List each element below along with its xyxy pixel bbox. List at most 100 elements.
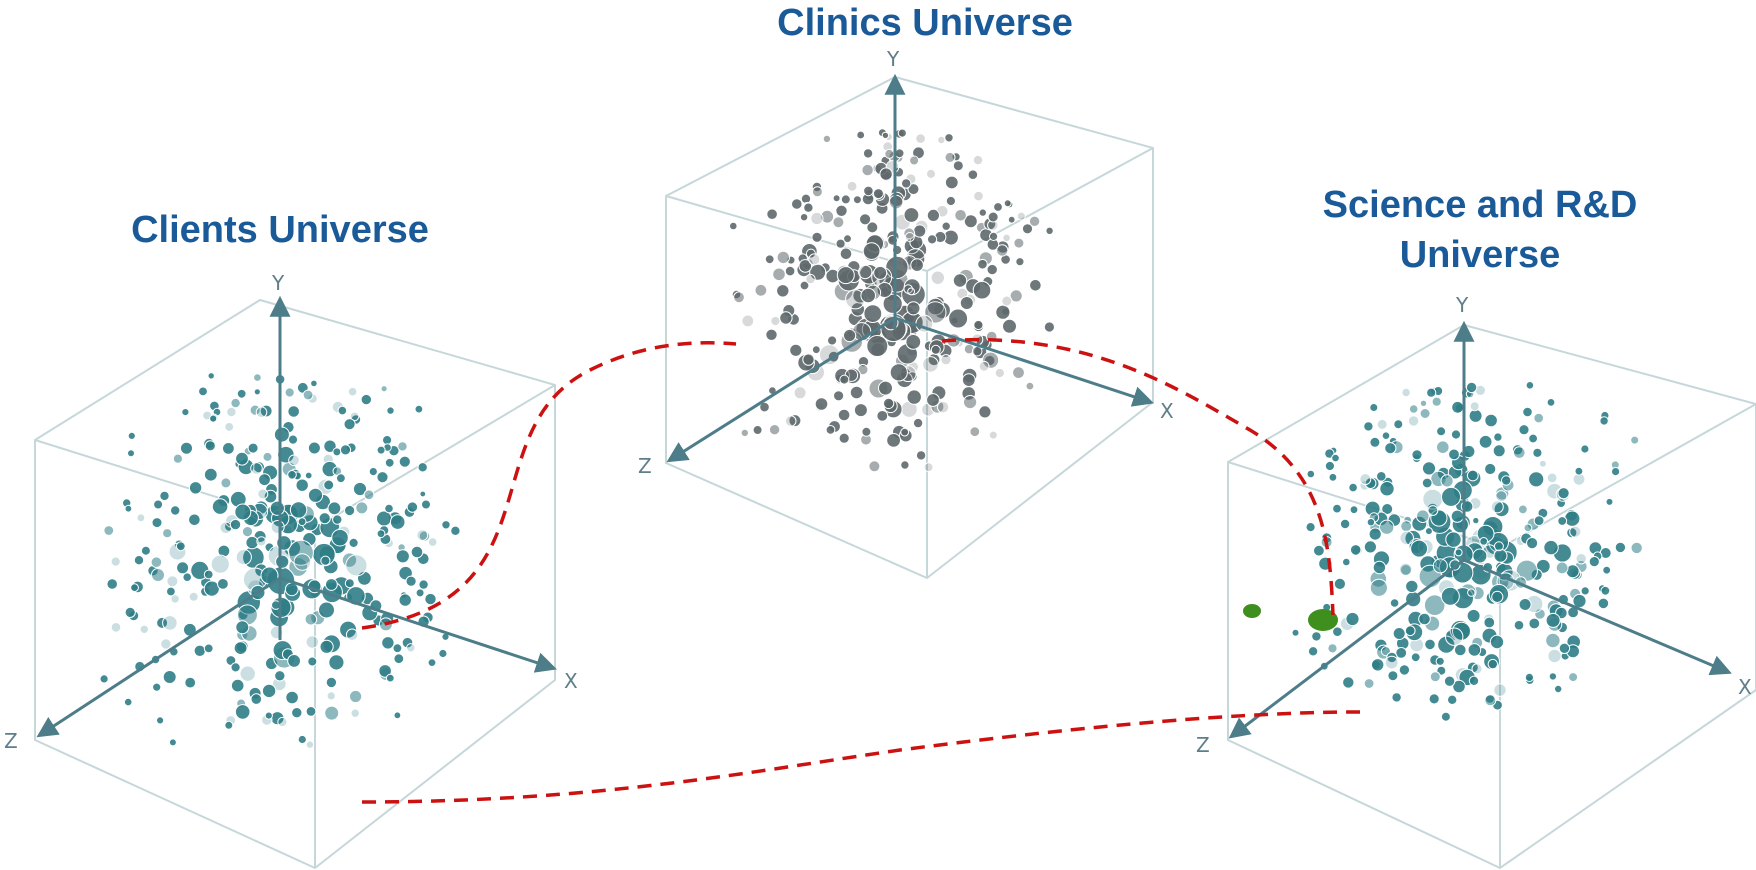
science-point <box>1630 541 1643 555</box>
clients-point <box>170 594 180 604</box>
clinics-point <box>995 304 1011 320</box>
clients-point <box>255 406 268 419</box>
clients-point <box>234 704 251 720</box>
science-point <box>1332 626 1343 638</box>
science-point <box>1447 694 1458 705</box>
clients-point <box>172 453 183 464</box>
clients-point <box>325 676 338 689</box>
clinics-point <box>862 242 881 261</box>
clinics-point <box>832 216 845 229</box>
science-point <box>1411 449 1423 461</box>
clients-point <box>415 588 425 598</box>
clients-point <box>175 541 186 552</box>
clients-point <box>139 624 150 634</box>
clinics-point <box>986 263 998 276</box>
science-point <box>1543 539 1559 556</box>
clinics-point <box>944 151 956 163</box>
clinics-point <box>825 425 836 435</box>
clients-point <box>152 682 162 692</box>
science-point <box>1588 556 1600 568</box>
clinics-point <box>832 194 841 203</box>
science-point <box>1468 408 1483 423</box>
science-point <box>1436 440 1450 455</box>
science-point <box>1554 684 1563 694</box>
clinics-point <box>941 221 951 231</box>
clients-point <box>384 503 394 514</box>
science-point <box>1487 658 1499 670</box>
clinics-point <box>779 311 793 325</box>
clinics-point <box>978 208 987 217</box>
clinics-point <box>805 273 816 285</box>
clients-point <box>273 426 290 443</box>
clinics-point <box>810 211 824 226</box>
clients-point <box>180 441 193 455</box>
clinics-point <box>791 198 803 210</box>
clinics-point <box>882 397 895 410</box>
clients-z-label: Z <box>4 729 18 753</box>
science-point <box>1526 537 1539 550</box>
clients-point <box>324 705 340 721</box>
clients-point <box>323 439 337 453</box>
science-point <box>1399 530 1414 546</box>
science-point <box>1389 598 1400 608</box>
science-point <box>1421 477 1433 489</box>
clinics-point <box>959 296 974 310</box>
science-point <box>1524 672 1535 683</box>
clinics-point <box>915 450 927 461</box>
science-point <box>1493 432 1503 442</box>
science-highlight-dot-large <box>1308 609 1338 631</box>
science-point <box>1410 539 1429 558</box>
clients-point <box>297 517 307 527</box>
science-point <box>1501 475 1512 486</box>
science-point <box>1392 627 1406 640</box>
science-point <box>1532 447 1543 458</box>
clinics-point <box>740 428 749 438</box>
clients-point <box>406 643 416 653</box>
science-point <box>1399 562 1413 576</box>
science-y-label: Y <box>1455 293 1469 317</box>
science-point <box>1523 523 1533 533</box>
clinics-point <box>853 403 868 418</box>
clients-point <box>395 549 410 564</box>
clients-point <box>99 674 109 684</box>
clinics-point <box>897 128 907 138</box>
science-point <box>1557 487 1570 500</box>
clinics-point <box>922 356 939 373</box>
science-point <box>1419 399 1428 407</box>
science-point <box>1393 419 1404 430</box>
clinics-point <box>861 426 872 437</box>
clinics-point <box>978 360 990 372</box>
science-point <box>1436 426 1447 437</box>
clients-point <box>368 467 378 477</box>
science-point <box>1372 560 1387 575</box>
clients-point <box>392 643 403 654</box>
clients-point <box>162 528 173 539</box>
science-point <box>1437 635 1456 654</box>
science-point <box>1371 658 1385 672</box>
science-point <box>1339 518 1351 530</box>
clients-point <box>327 501 342 516</box>
science-point <box>1410 652 1421 663</box>
science-point <box>1324 460 1336 472</box>
science-point <box>1331 453 1340 463</box>
clients-point <box>419 490 427 498</box>
science-point <box>1428 693 1440 705</box>
clinics-point <box>861 163 874 177</box>
clinics-universe-title: Clinics Universe <box>777 2 1073 44</box>
clients-universe-title: Clients Universe <box>131 209 429 251</box>
science-point <box>1472 516 1480 525</box>
clinics-point <box>811 231 823 243</box>
science-z-axis <box>1228 558 1465 739</box>
science-point <box>1404 625 1416 637</box>
science-point <box>1342 557 1351 567</box>
science-point <box>1575 553 1587 565</box>
science-point <box>1324 448 1335 459</box>
science-point <box>1569 525 1582 538</box>
clinics-point <box>1001 295 1013 307</box>
clients-point <box>239 665 256 682</box>
clinics-point <box>971 345 983 357</box>
clinics-point <box>843 234 852 244</box>
clients-point <box>325 578 338 591</box>
clinics-point <box>982 351 1000 369</box>
clinics-point <box>940 354 952 366</box>
